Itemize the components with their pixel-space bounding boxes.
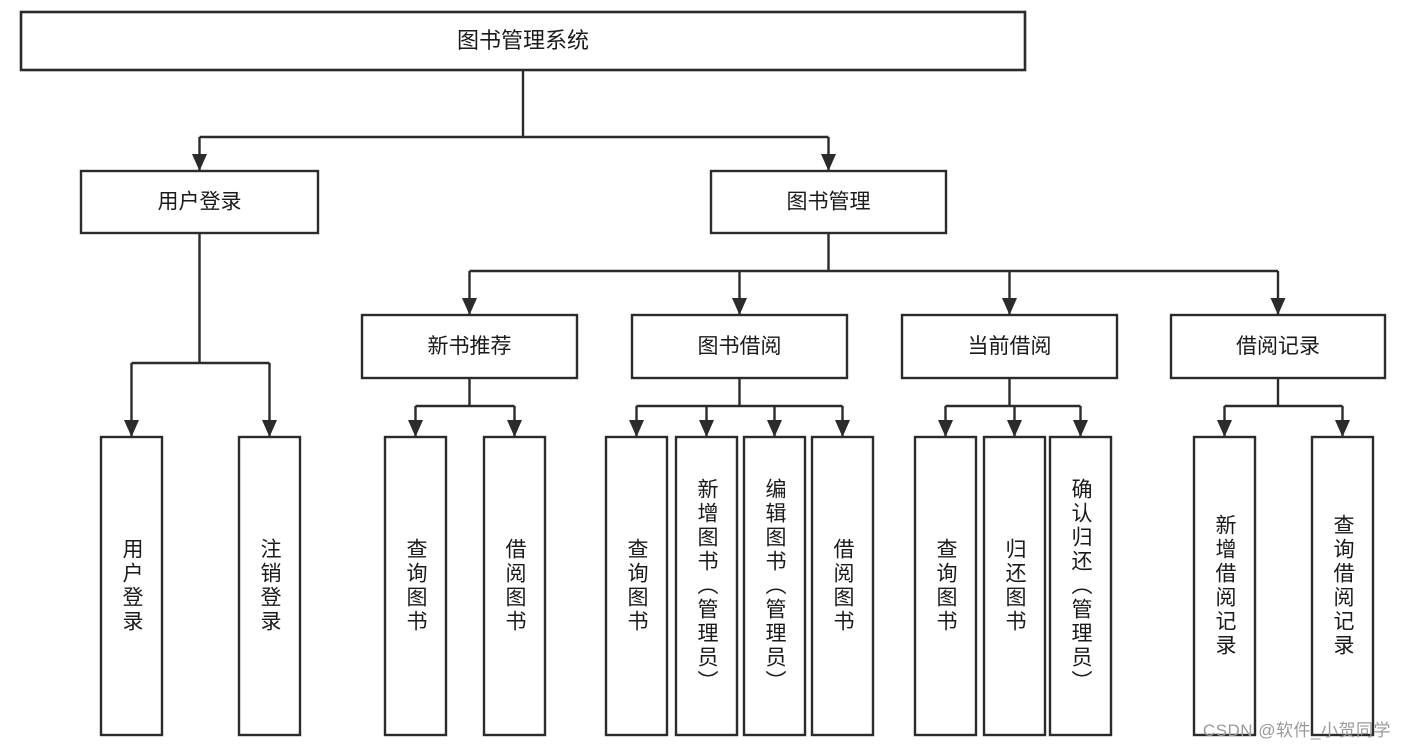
- arrow-down-icon: [507, 420, 522, 437]
- leaf-node-7-box: [742, 435, 807, 737]
- arrow-down-icon: [1002, 298, 1017, 315]
- arrow-down-icon: [938, 420, 953, 437]
- leaf-node-6-box: [674, 435, 739, 737]
- arrow-down-icon: [767, 420, 782, 437]
- arrow-down-icon: [124, 420, 139, 437]
- leaf-node-4-box: [482, 435, 547, 737]
- level3-node-1-label: 新书推荐: [428, 335, 512, 358]
- level3-node-3-box: [900, 313, 1119, 380]
- level2-node-2-label: 图书管理: [787, 191, 871, 214]
- level3-node-2-label: 图书借阅: [698, 335, 782, 358]
- leaf-node-11-box: [1048, 435, 1113, 737]
- leaf-node-12-box: [1192, 435, 1257, 737]
- connector-layer: [124, 70, 1350, 437]
- level2-node-1-label: 用户登录: [158, 191, 242, 214]
- arrow-down-icon: [629, 420, 644, 437]
- leaf-node-9-box: [913, 435, 978, 737]
- arrow-down-icon: [1270, 298, 1286, 315]
- level3-node-4-label: 借阅记录: [1236, 335, 1320, 358]
- leaf-node-13-box: [1310, 435, 1375, 737]
- leaf-node-5-box: [604, 435, 669, 737]
- leaf-node-8-box: [810, 435, 875, 737]
- arrow-down-icon: [262, 420, 277, 437]
- leaf-node-1-box: [99, 435, 164, 737]
- level3-node-2-box: [630, 313, 849, 380]
- leaf-node-2-box: [237, 435, 302, 737]
- level2-node-2-box: [709, 169, 948, 235]
- leaf-node-10-box: [982, 435, 1047, 737]
- arrow-down-icon: [699, 420, 714, 437]
- arrow-down-icon: [1007, 420, 1022, 437]
- level3-node-3-label: 当前借阅: [968, 335, 1052, 358]
- arrow-down-icon: [732, 298, 747, 315]
- node-box-layer: [19, 10, 1387, 737]
- root-node-box: [19, 10, 1027, 72]
- arrow-down-icon: [1073, 420, 1088, 437]
- level3-node-4-box: [1169, 313, 1387, 380]
- arrow-down-icon: [1335, 420, 1350, 437]
- level3-node-1-box: [360, 313, 579, 380]
- root-node-label: 图书管理系统: [457, 28, 589, 53]
- arrow-down-icon: [1217, 420, 1232, 437]
- arrow-down-icon: [192, 154, 207, 171]
- arrow-down-icon: [408, 420, 423, 437]
- arrow-down-icon: [835, 420, 850, 437]
- leaf-node-3-box: [383, 435, 448, 737]
- level2-node-1-box: [79, 169, 320, 235]
- arrow-down-icon: [821, 154, 836, 171]
- arrow-down-icon: [462, 298, 477, 315]
